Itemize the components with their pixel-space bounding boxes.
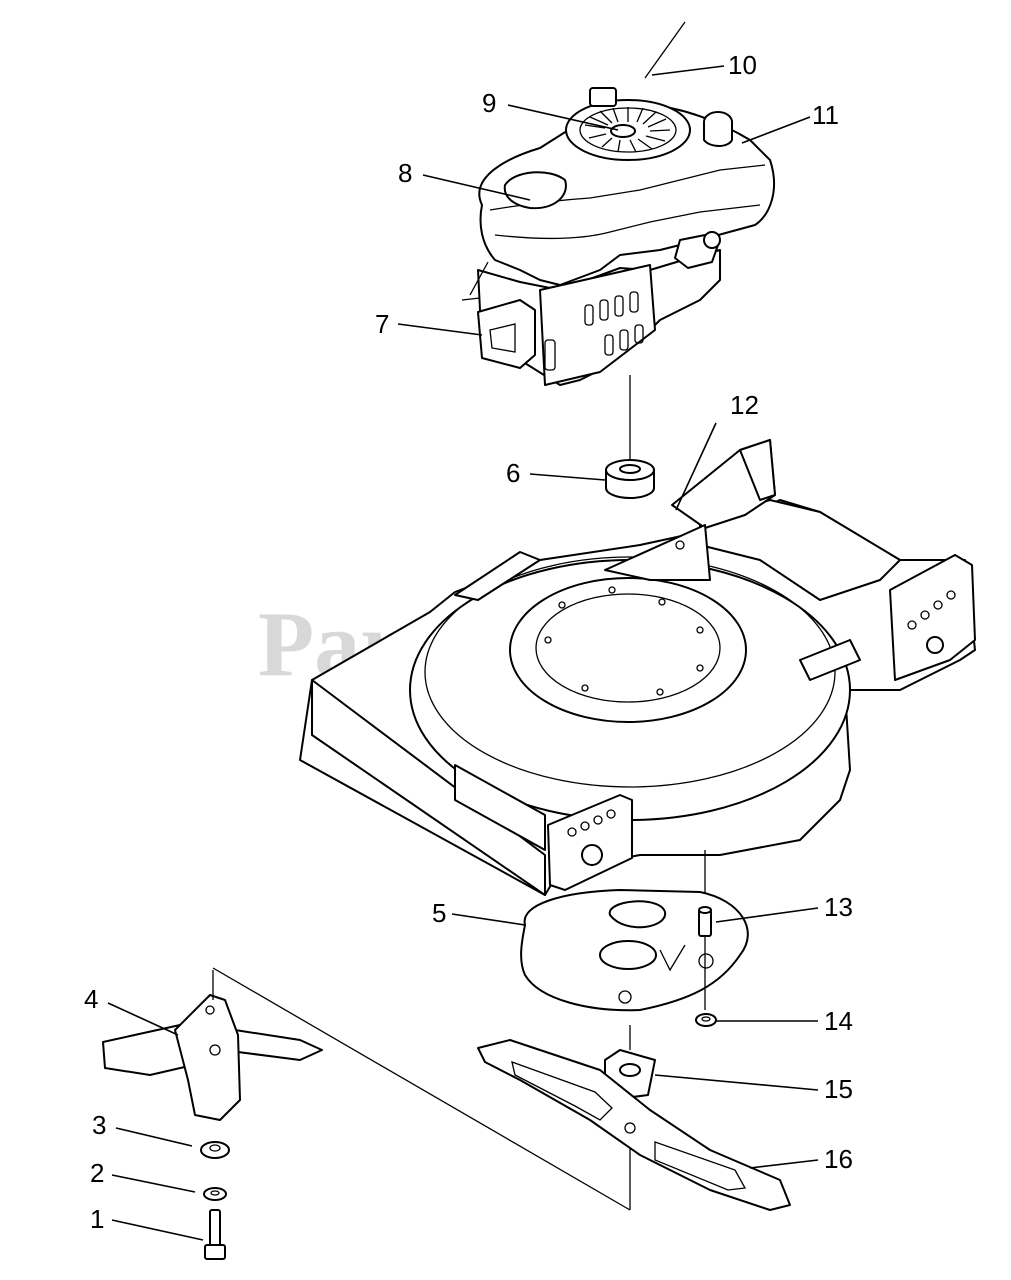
engine-mount-ring <box>509 577 747 723</box>
callout-2: 2 <box>90 1158 104 1188</box>
mower-deck <box>299 439 976 896</box>
deck-rear-shield <box>699 499 901 601</box>
callout-13: 13 <box>824 892 853 922</box>
deck-tab-right <box>799 639 861 681</box>
callout-3: 3 <box>92 1110 106 1140</box>
adapter-body <box>174 994 241 1121</box>
callout-6: 6 <box>506 458 520 488</box>
deck-plate <box>604 524 711 581</box>
callout-15: 15 <box>824 1074 853 1104</box>
deck-tab-left <box>454 551 541 601</box>
callout-7: 7 <box>375 309 389 339</box>
leader-lines <box>107 65 819 1241</box>
callout-9: 9 <box>482 88 496 118</box>
deck-bolt <box>698 906 712 937</box>
cylinder-cover <box>539 264 656 386</box>
wheel-adjuster-front <box>581 844 603 866</box>
engine-handle-grip <box>503 171 567 210</box>
callout-5: 5 <box>432 898 446 928</box>
mower-blade <box>477 1039 791 1211</box>
deck-front-grip <box>454 764 546 851</box>
wheel-bracket-front <box>547 794 633 891</box>
callout-12: 12 <box>730 390 759 420</box>
callout-1: 1 <box>90 1204 104 1234</box>
wheel-adjuster-rear <box>926 636 944 654</box>
wheel-bracket-rear <box>889 554 976 681</box>
callout-8: 8 <box>398 158 412 188</box>
baffle-plate <box>520 889 749 1012</box>
callout-16: 16 <box>824 1144 853 1174</box>
starter-handle <box>589 87 617 107</box>
muffler <box>477 299 536 369</box>
engine-assembly <box>461 21 775 386</box>
adapter-right-arm <box>234 1029 323 1061</box>
blade-bolt <box>204 1209 226 1260</box>
callout-4: 4 <box>84 984 98 1014</box>
hex-nut <box>695 1013 717 1027</box>
callout-14: 14 <box>824 1006 853 1036</box>
blade-adapter-exploded <box>102 994 323 1121</box>
engine-spacer <box>605 459 655 499</box>
callout-labels: 1 2 3 4 5 6 7 8 9 10 11 12 13 14 15 16 <box>84 50 853 1234</box>
bell-washer <box>200 1141 230 1159</box>
lock-washer <box>203 1187 227 1201</box>
callout-11: 11 <box>812 100 839 130</box>
callout-10: 10 <box>728 50 757 80</box>
